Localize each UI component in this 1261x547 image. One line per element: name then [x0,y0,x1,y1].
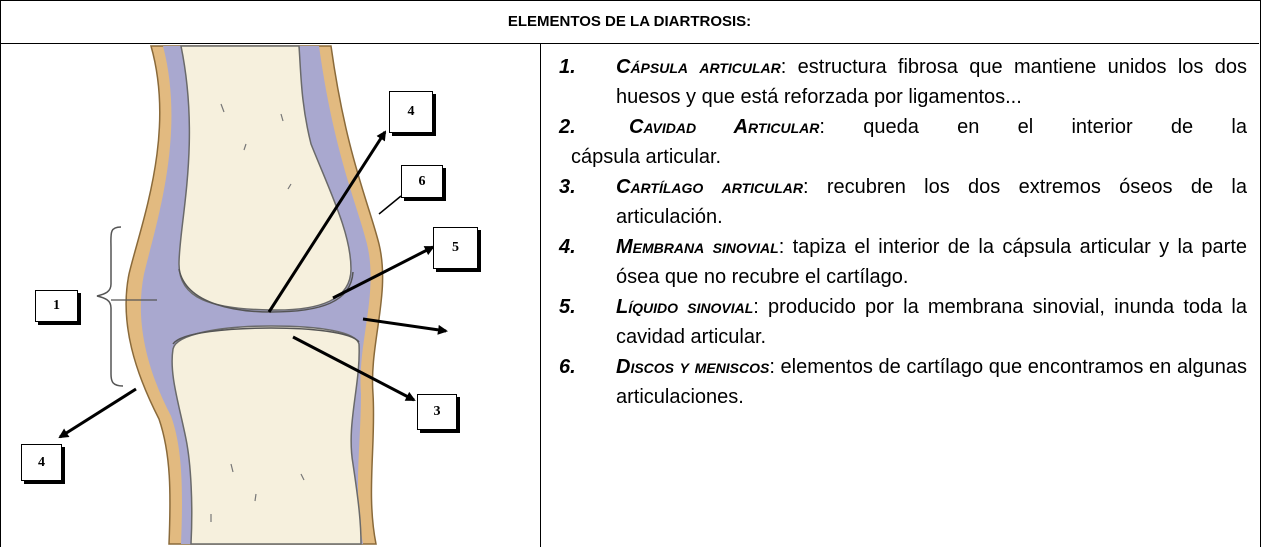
label-1: 1 [53,298,60,313]
arrow-4-bottom [58,387,137,439]
item-text-continued: cápsula articular. [571,146,722,168]
item-term: Cavidad Articular [629,116,820,138]
item-text: : tapiza el interior de la cápsula artic… [616,236,1247,288]
label-6: 6 [418,174,426,189]
item-term: Cartílago articular [616,176,804,198]
item-text: : recubren los dos extremos óseos de la … [616,176,1247,228]
item-number: 4. [559,236,576,258]
elements-list: 1. Cápsula articular: estructura fibrosa … [557,52,1247,412]
list-item-3: 3. Cartílago articular: recubren los dos … [557,172,1247,232]
lower-bone [171,325,362,545]
list-item-6: 6. Discos y meniscos: elementos de cartíl… [557,352,1247,412]
label-box-5: 5 [433,227,478,269]
list-item-1: 1. Cápsula articular: estructura fibrosa … [557,52,1247,112]
item-number: 5. [559,296,576,318]
label-5: 5 [452,240,459,255]
item-number: 2. [559,116,576,138]
item-number: 3. [559,176,576,198]
joint-diagram: 4 6 5 1 3 4 [1,44,540,547]
item-text: : elementos de cartílago que encontramos… [616,356,1247,408]
label-3: 3 [433,404,441,419]
column-divider [540,44,541,547]
joint-illustration [58,45,448,545]
item-term: Membrana sinovial [616,236,779,258]
label-box-4-top: 4 [389,91,433,133]
list-item-5: 5. Líquido sinovial: producido por la mem… [557,292,1247,352]
item-term: Discos y meniscos [616,356,770,378]
arrow-right [362,317,448,335]
bracket [96,226,124,387]
label-box-6: 6 [401,165,443,198]
label-4-top: 4 [407,104,415,119]
label-4-bottom: 4 [38,455,45,470]
list-item-2: 2. Cavidad Articular: queda en el interio… [557,112,1247,172]
page-title: ELEMENTOS DE LA DIARTROSIS: [507,13,752,30]
arrow-5 [332,245,435,300]
item-term: Cápsula articular [616,56,781,78]
item-number: 6. [559,356,576,378]
table-header: ELEMENTOS DE LA DIARTROSIS: [0,0,1259,44]
item-text: : estructura fibrosa que mantiene unidos… [616,56,1247,108]
list-item-4: 4. Membrana sinovial: tapiza el interior … [557,232,1247,292]
arrow-3 [292,335,416,402]
item-text: : producido por la membrana sinovial, in… [616,296,1247,348]
item-text: : queda en el interior de la [819,116,1247,138]
label-box-4-bottom: 4 [21,444,62,481]
upper-bone [178,45,352,311]
line-6 [378,195,402,215]
item-number: 1. [559,56,576,78]
label-box-1: 1 [35,290,78,322]
item-term: Líquido sinovial [616,296,754,318]
arrow-4-top [267,130,387,313]
label-box-3: 3 [417,394,457,430]
